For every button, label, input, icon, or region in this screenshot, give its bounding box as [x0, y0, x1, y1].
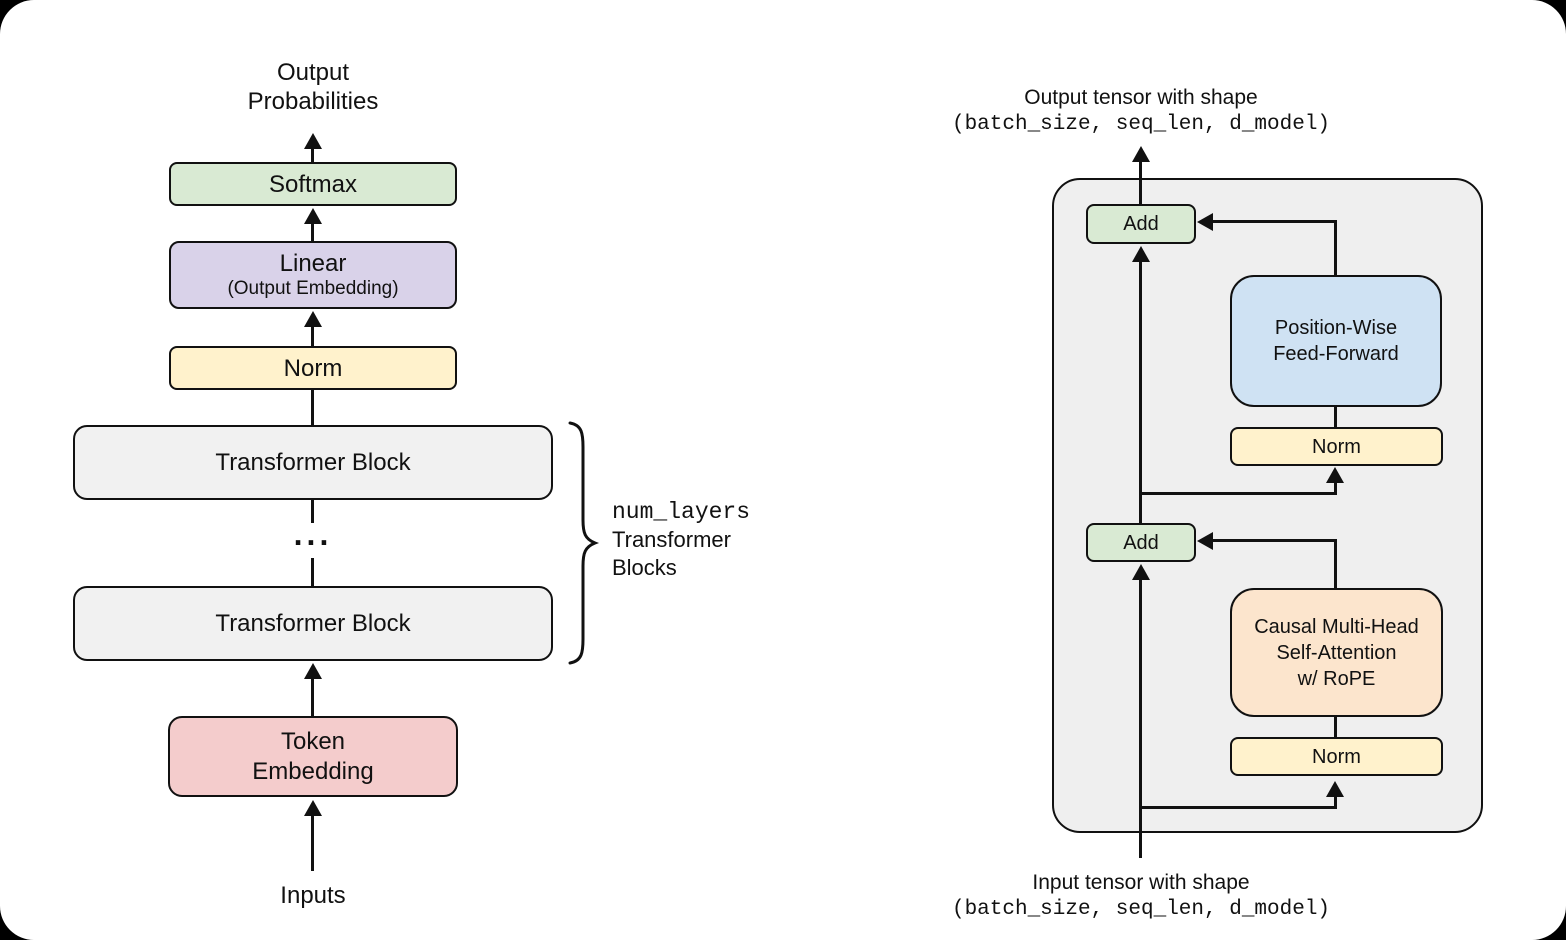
- token-embedding-box: Token Embedding: [168, 716, 458, 797]
- arrow-up-icon: [1132, 246, 1150, 262]
- connector: [1334, 540, 1337, 589]
- connector: [1334, 795, 1337, 807]
- connector: [1141, 806, 1337, 809]
- token-embedding-label: Token: [280, 727, 346, 755]
- arrow-up-icon: [1132, 146, 1150, 162]
- norm-label: Norm: [1312, 745, 1361, 768]
- ellipsis-dots: ...: [293, 516, 333, 552]
- softmax-label: Softmax: [268, 170, 358, 198]
- connector: [311, 814, 314, 871]
- feed-forward-label: Feed-Forward: [1273, 343, 1399, 365]
- transformer-block-label: Transformer Block: [215, 449, 411, 476]
- output-tensor-caption: Output tensor with shape: [1024, 86, 1258, 109]
- add-top-box: Add: [1086, 204, 1196, 244]
- connector: [311, 147, 314, 163]
- add-bottom-box: Add: [1086, 523, 1196, 562]
- linear-sublabel: (Output Embedding): [227, 277, 399, 299]
- arrow-up-icon: [304, 663, 322, 679]
- connector: [311, 390, 314, 425]
- arrow-up-icon: [304, 208, 322, 224]
- arrow-left-icon: [1197, 213, 1213, 231]
- transformer-block-bottom: Transformer Block: [73, 586, 553, 661]
- connector: [1334, 221, 1337, 276]
- feed-forward-label: Position-Wise: [1274, 317, 1398, 339]
- connector: [311, 222, 314, 241]
- attention-label: Self-Attention: [1276, 641, 1397, 664]
- attention-box: Causal Multi-Head Self-Attention w/ RoPE: [1230, 588, 1443, 717]
- attention-label: w/ RoPE: [1297, 667, 1376, 690]
- inputs-label: Inputs: [280, 882, 346, 909]
- norm-top-box: Norm: [1230, 427, 1443, 466]
- input-tensor-caption: Input tensor with shape: [1032, 871, 1250, 894]
- input-tensor-shape: (batch_size, seq_len, d_model): [951, 898, 1331, 921]
- norm-label: Norm: [283, 354, 343, 382]
- norm-label: Norm: [1312, 435, 1361, 458]
- attention-label: Causal Multi-Head: [1254, 615, 1419, 638]
- connector: [311, 325, 314, 346]
- num-layers-annotation: num_layers Transformer Blocks: [612, 499, 751, 580]
- connector: [1141, 492, 1337, 495]
- norm-box: Norm: [169, 346, 457, 390]
- connector: [1139, 578, 1142, 858]
- linear-label: Linear: [279, 249, 347, 277]
- connector: [1211, 220, 1337, 223]
- add-label: Add: [1123, 213, 1159, 235]
- arrow-up-icon: [1326, 781, 1344, 797]
- connector: [311, 558, 314, 586]
- softmax-box: Softmax: [169, 162, 457, 206]
- connector: [1334, 717, 1337, 738]
- curly-brace: [568, 421, 600, 665]
- connector: [1211, 539, 1337, 542]
- connector: [311, 677, 314, 716]
- arrow-up-icon: [304, 311, 322, 327]
- connector: [1139, 160, 1142, 206]
- transformer-block-label: Transformer Block: [215, 610, 411, 637]
- feed-forward-box: Position-Wise Feed-Forward: [1230, 275, 1442, 407]
- linear-box: Linear (Output Embedding): [169, 241, 457, 309]
- output-probabilities-label: Output Probabilities: [247, 59, 379, 115]
- connector: [311, 500, 314, 523]
- arrow-up-icon: [1132, 564, 1150, 580]
- connector: [1334, 481, 1337, 493]
- arrow-up-icon: [1326, 467, 1344, 483]
- arrow-up-icon: [304, 800, 322, 816]
- arrow-up-icon: [304, 133, 322, 149]
- norm-bottom-box: Norm: [1230, 737, 1443, 776]
- output-tensor-shape: (batch_size, seq_len, d_model): [951, 113, 1331, 136]
- add-label: Add: [1123, 531, 1159, 554]
- transformer-block-top: Transformer Block: [73, 425, 553, 500]
- token-embedding-label: Embedding: [252, 757, 374, 785]
- connector: [1139, 260, 1142, 523]
- arrow-left-icon: [1197, 532, 1213, 550]
- connector: [1334, 407, 1337, 428]
